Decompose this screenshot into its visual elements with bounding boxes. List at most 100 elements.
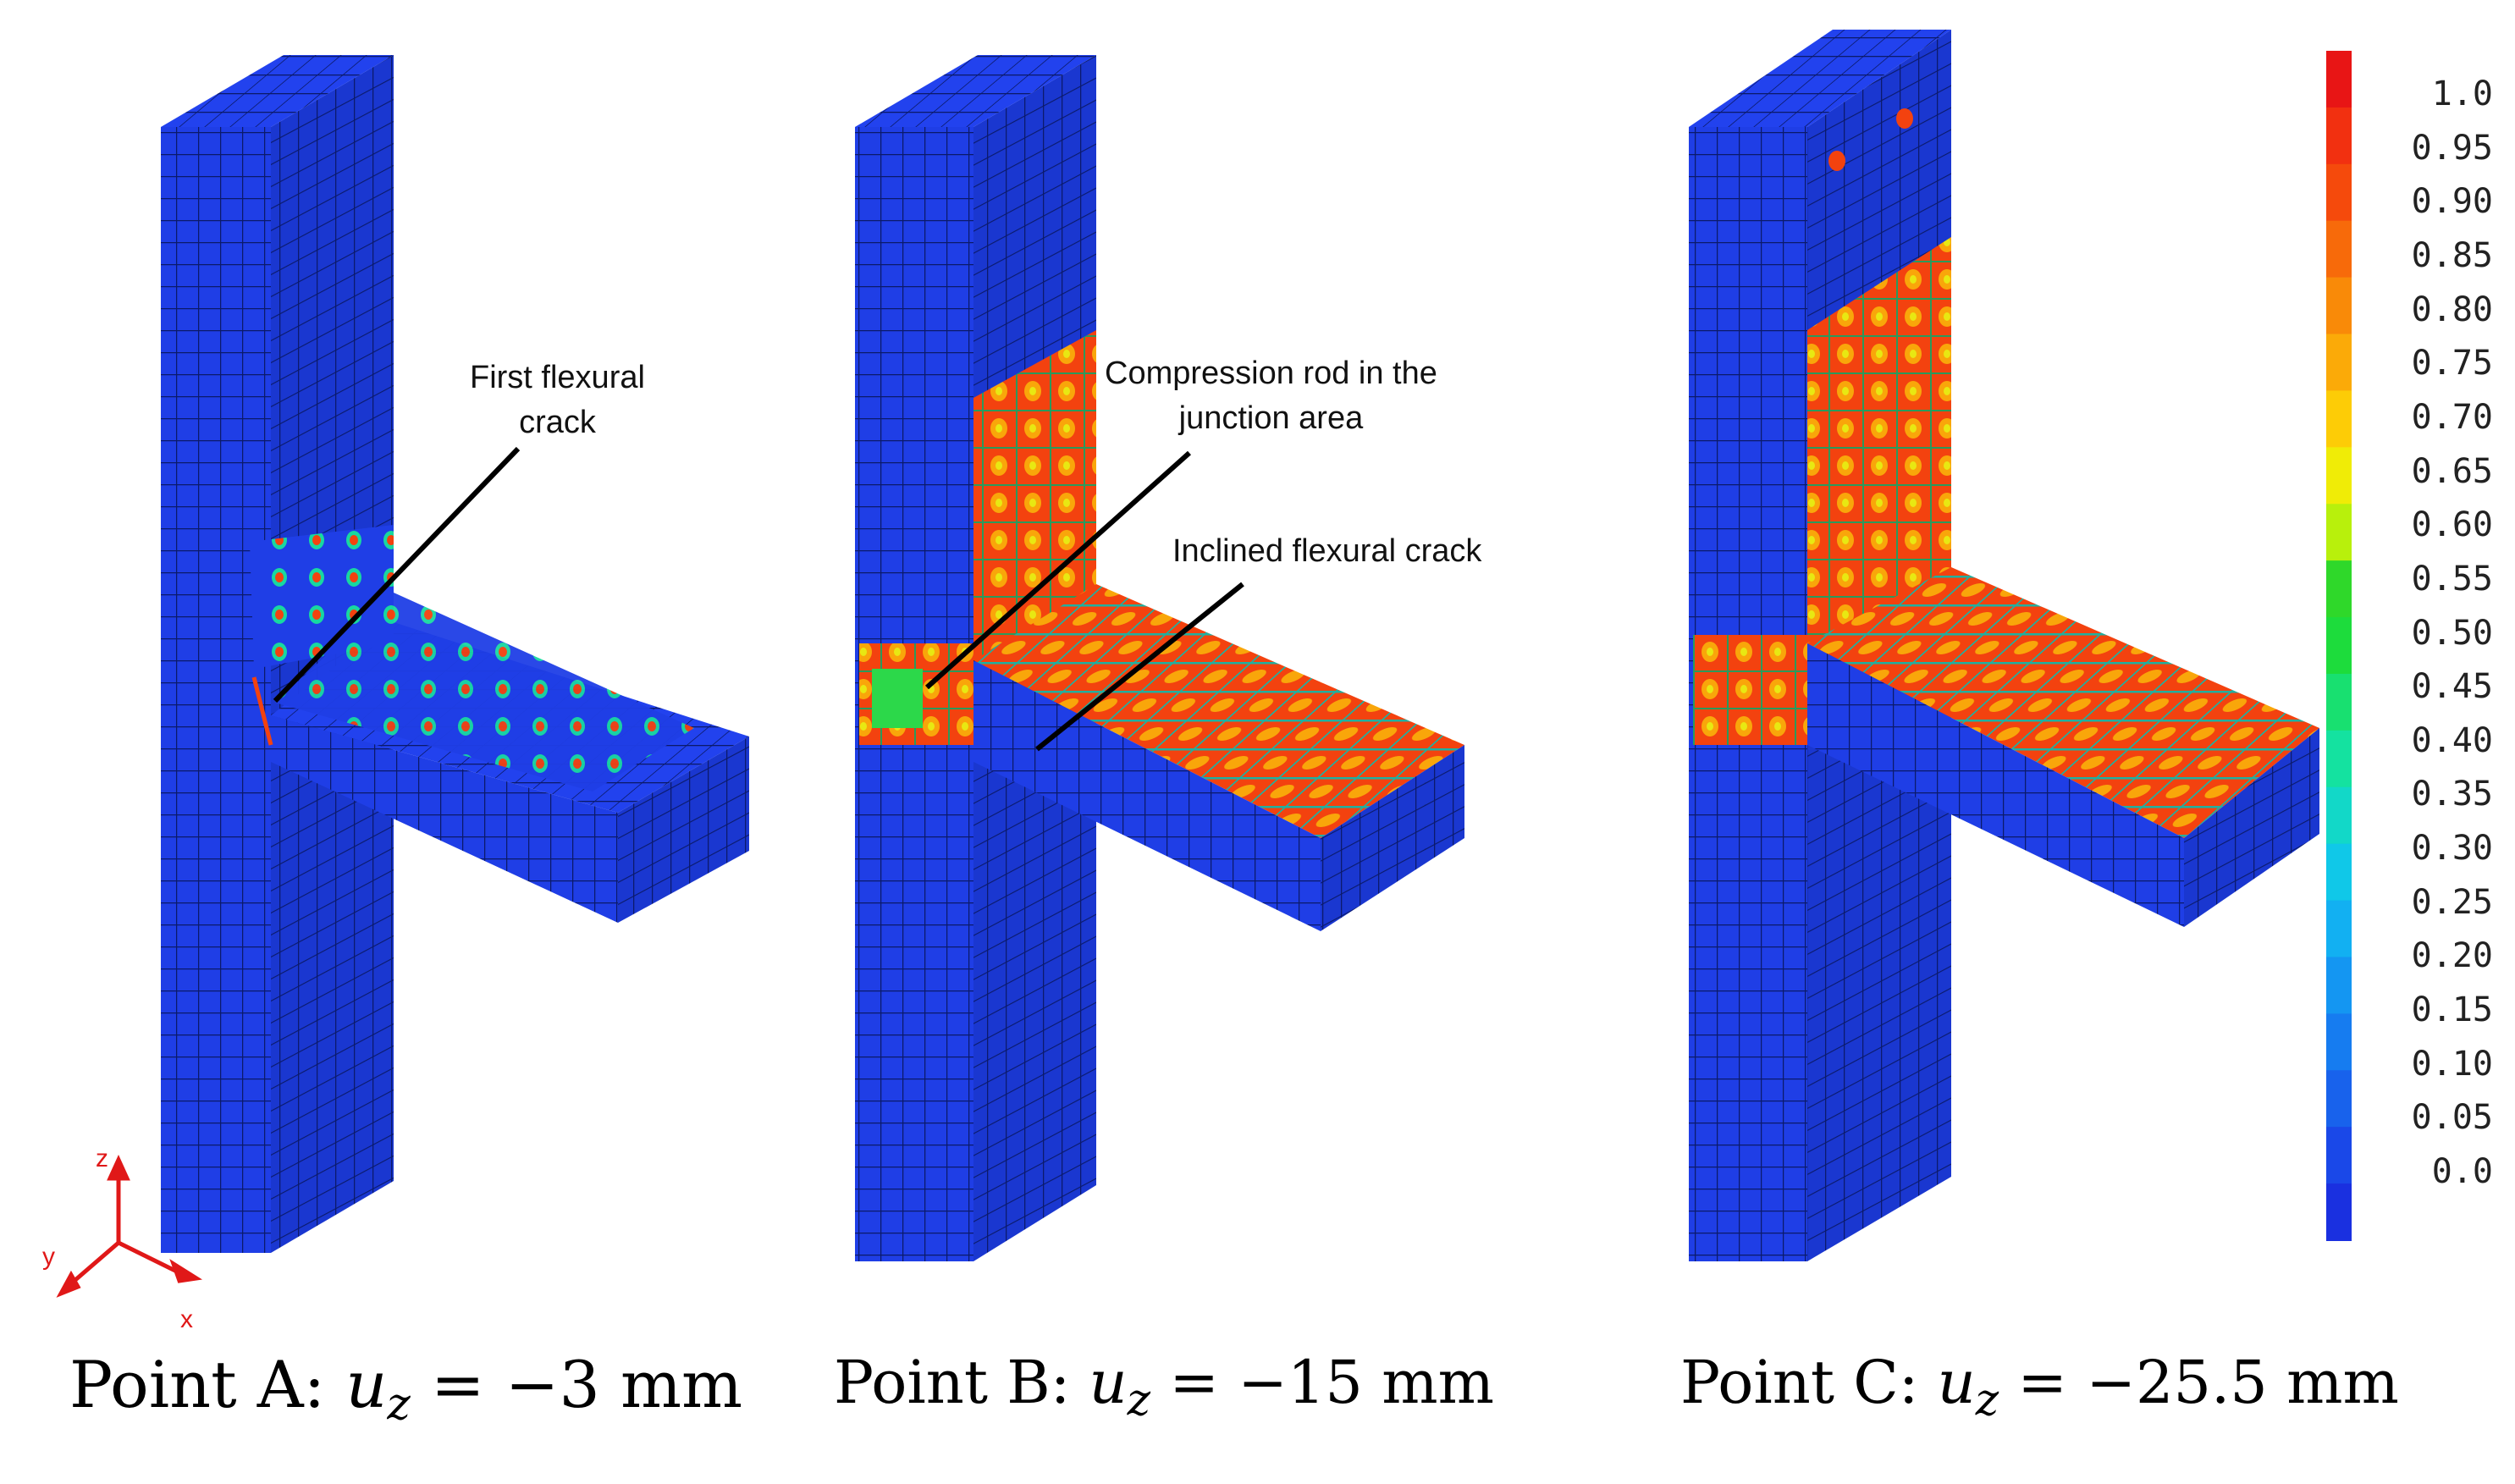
colorbar-segment [2326,1127,2352,1185]
colorbar-tick-label: 0.0 [2431,1152,2493,1191]
colorbar-segment [2326,277,2352,335]
beam-end-face [1321,745,1464,931]
x-arrow-head [169,1259,203,1283]
caption-sub: z [1127,1375,1151,1426]
colorbar [2326,51,2352,1241]
model-point-a [161,55,749,1253]
leader-first-crack [273,446,521,703]
colorbar-tick-label: 0.30 [2411,829,2493,869]
colorbar-tick-label: 0.85 [2411,235,2493,275]
caption-prefix: Point A: [69,1347,346,1422]
colorbar-segment [2326,334,2352,392]
colorbar-tick-label: 1.0 [2431,74,2493,113]
damage-spot [1896,108,1913,129]
annotation-line: Compression rod in the [1105,356,1437,391]
compression-rod-zone [872,669,923,728]
damage-zone-column-side [973,330,1096,686]
colorbar-segment [2326,107,2352,165]
colorbar-tick-label: 0.35 [2411,775,2493,814]
damage-spot [1828,151,1845,171]
z-arrow-head [107,1154,130,1181]
beam-front-face [271,715,618,923]
beam-top-face [973,584,1464,838]
caption-value: = −15 mm [1169,1348,1494,1417]
colorbar-tick-label: 0.40 [2411,720,2493,760]
column-top-face [855,55,1096,127]
y-axis [68,1241,120,1287]
annotation-inclined-crack: Inclined flexural crack [1172,533,1482,569]
colorbar-tick-label: 0.20 [2411,936,2493,976]
colorbar-segment [2326,900,2352,958]
colorbar-tick-label: 0.45 [2411,667,2493,707]
colorbar-tick-label: 0.60 [2411,505,2493,545]
damage-zone-column-side [1807,237,1951,669]
axis-label-x: x [180,1305,193,1333]
colorbar-tick-label: 0.95 [2411,128,2493,168]
colorbar-segment [2326,390,2352,449]
colorbar-tick-label: 0.05 [2411,1098,2493,1138]
caption-prefix: Point B: [834,1348,1089,1417]
colorbar-segment [2326,220,2352,279]
annotation-line: junction area [1178,400,1364,437]
colorbar-segment [2326,1183,2352,1241]
colorbar-segment [2326,560,2352,619]
colorbar-tick-label: 0.90 [2411,182,2493,222]
axis-triad [56,1154,203,1298]
beam-top-face [1807,567,2319,838]
colorbar-tick-label: 0.25 [2411,882,2493,922]
leader-compression-rod [925,450,1191,690]
colorbar-segment [2326,617,2352,675]
colorbar-segment [2326,1013,2352,1072]
colorbar-tick-label: 0.65 [2411,451,2493,491]
colorbar-segment [2326,163,2352,222]
caption-var: u [1937,1348,1976,1417]
colorbar-tick-label: 0.55 [2411,559,2493,599]
caption-point-b: Point B: uz = −15 mm [834,1353,1494,1422]
annotation-line: crack [519,405,596,441]
colorbar-segment [2326,447,2352,505]
column-top-face [1689,30,1951,127]
caption-value: = −3 mm [430,1347,743,1422]
y-arrow-head [56,1270,81,1298]
crack-line [251,676,273,746]
model-point-b [855,55,1464,1261]
annotation-first-crack: First flexural crack [470,356,645,445]
caption-var: u [345,1347,388,1422]
colorbar-tick-label: 0.10 [2411,1044,2493,1084]
colorbar-segment [2326,673,2352,731]
colorbar-segment [2326,1070,2352,1128]
axis-label-z: z [96,1145,108,1172]
colorbar-tick-label: 0.15 [2411,990,2493,1030]
colorbar-segment [2326,957,2352,1015]
junction-damage-zone [1693,635,1807,745]
damage-zone-column-spots [250,525,394,669]
x-axis [117,1240,184,1277]
beam-end-face [618,736,749,923]
caption-prefix: Point C: [1680,1348,1938,1417]
caption-point-c: Point C: uz = −25.5 mm [1680,1353,2399,1422]
caption-sub: z [1975,1375,1999,1426]
annotation-line: First flexural [470,360,645,395]
leader-inclined-crack [1035,582,1244,752]
model-point-c [1689,30,2319,1261]
column-top-face [161,55,394,127]
colorbar-tick-label: 0.50 [2411,613,2493,653]
caption-point-a: Point A: uz = −3 mm [69,1353,742,1427]
beam-front-face [1807,643,2184,927]
annotation-compression-rod: Compression rod in the junction area [1105,351,1437,441]
caption-sub: z [387,1379,411,1430]
caption-value: = −25.5 mm [2017,1348,2399,1417]
colorbar-tick-label: 0.70 [2411,397,2493,437]
colorbar-segment [2326,504,2352,562]
colorbar-segment [2326,51,2352,108]
axis-label-y: y [42,1243,55,1271]
beam-end-face [2184,728,2319,927]
colorbar-segment [2326,843,2352,902]
column-front-face [161,127,271,1253]
colorbar-segment [2326,730,2352,788]
colorbar-tick-label: 0.75 [2411,344,2493,383]
colorbar-tick-label: 0.80 [2411,290,2493,329]
caption-var: u [1089,1348,1128,1417]
colorbar-segment [2326,786,2352,845]
